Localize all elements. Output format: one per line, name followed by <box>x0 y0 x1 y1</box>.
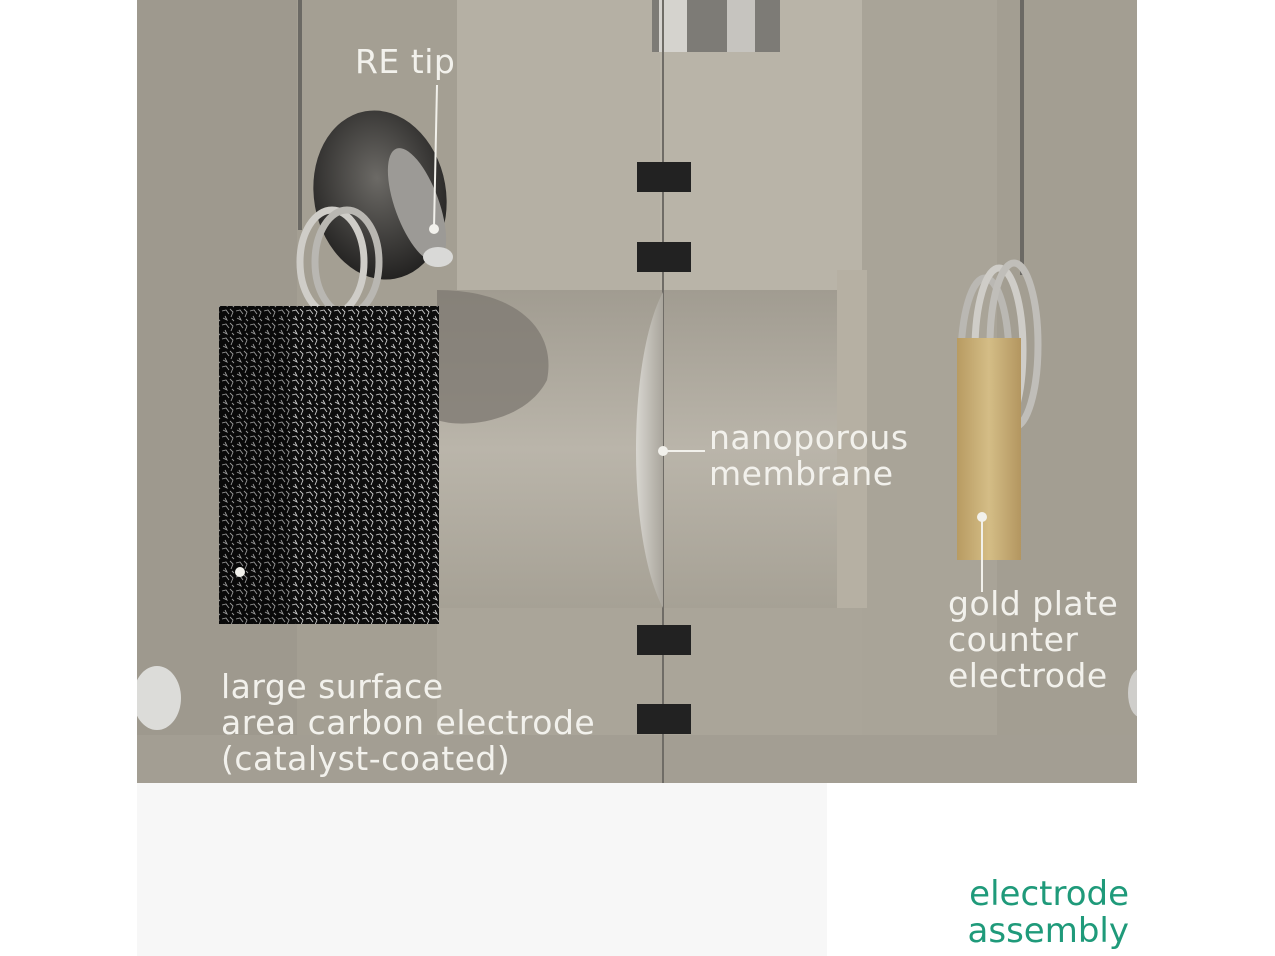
gold-plate-label: gold plate counter electrode <box>948 586 1118 694</box>
electrode-assembly-render: RE tip nanoporous membrane gold plate co… <box>137 0 1137 783</box>
render-illustration <box>137 0 1137 783</box>
membrane-label: nanoporous membrane <box>709 420 909 492</box>
gold-plate-line-2: counter <box>948 620 1079 659</box>
re-tip-label: RE tip <box>355 44 455 80</box>
membrane-line-1: nanoporous <box>709 418 909 457</box>
carbon-line-2: area carbon electrode <box>221 703 596 742</box>
carbon-line-3: (catalyst-coated) <box>221 739 511 778</box>
gold-plate-line-1: gold plate <box>948 584 1119 623</box>
caption-line-1: electrode <box>969 874 1129 914</box>
figure-caption: electrode assembly <box>968 876 1129 950</box>
carbon-line-1: large surface <box>221 667 444 706</box>
caption-line-2: assembly <box>967 911 1129 951</box>
gold-plate-line-3: electrode <box>948 656 1108 695</box>
carbon-electrode-label: large surface area carbon electrode (cat… <box>221 669 595 777</box>
membrane-line-2: membrane <box>709 454 894 493</box>
re-tip-text: RE tip <box>355 42 456 81</box>
blank-panel <box>137 783 827 956</box>
